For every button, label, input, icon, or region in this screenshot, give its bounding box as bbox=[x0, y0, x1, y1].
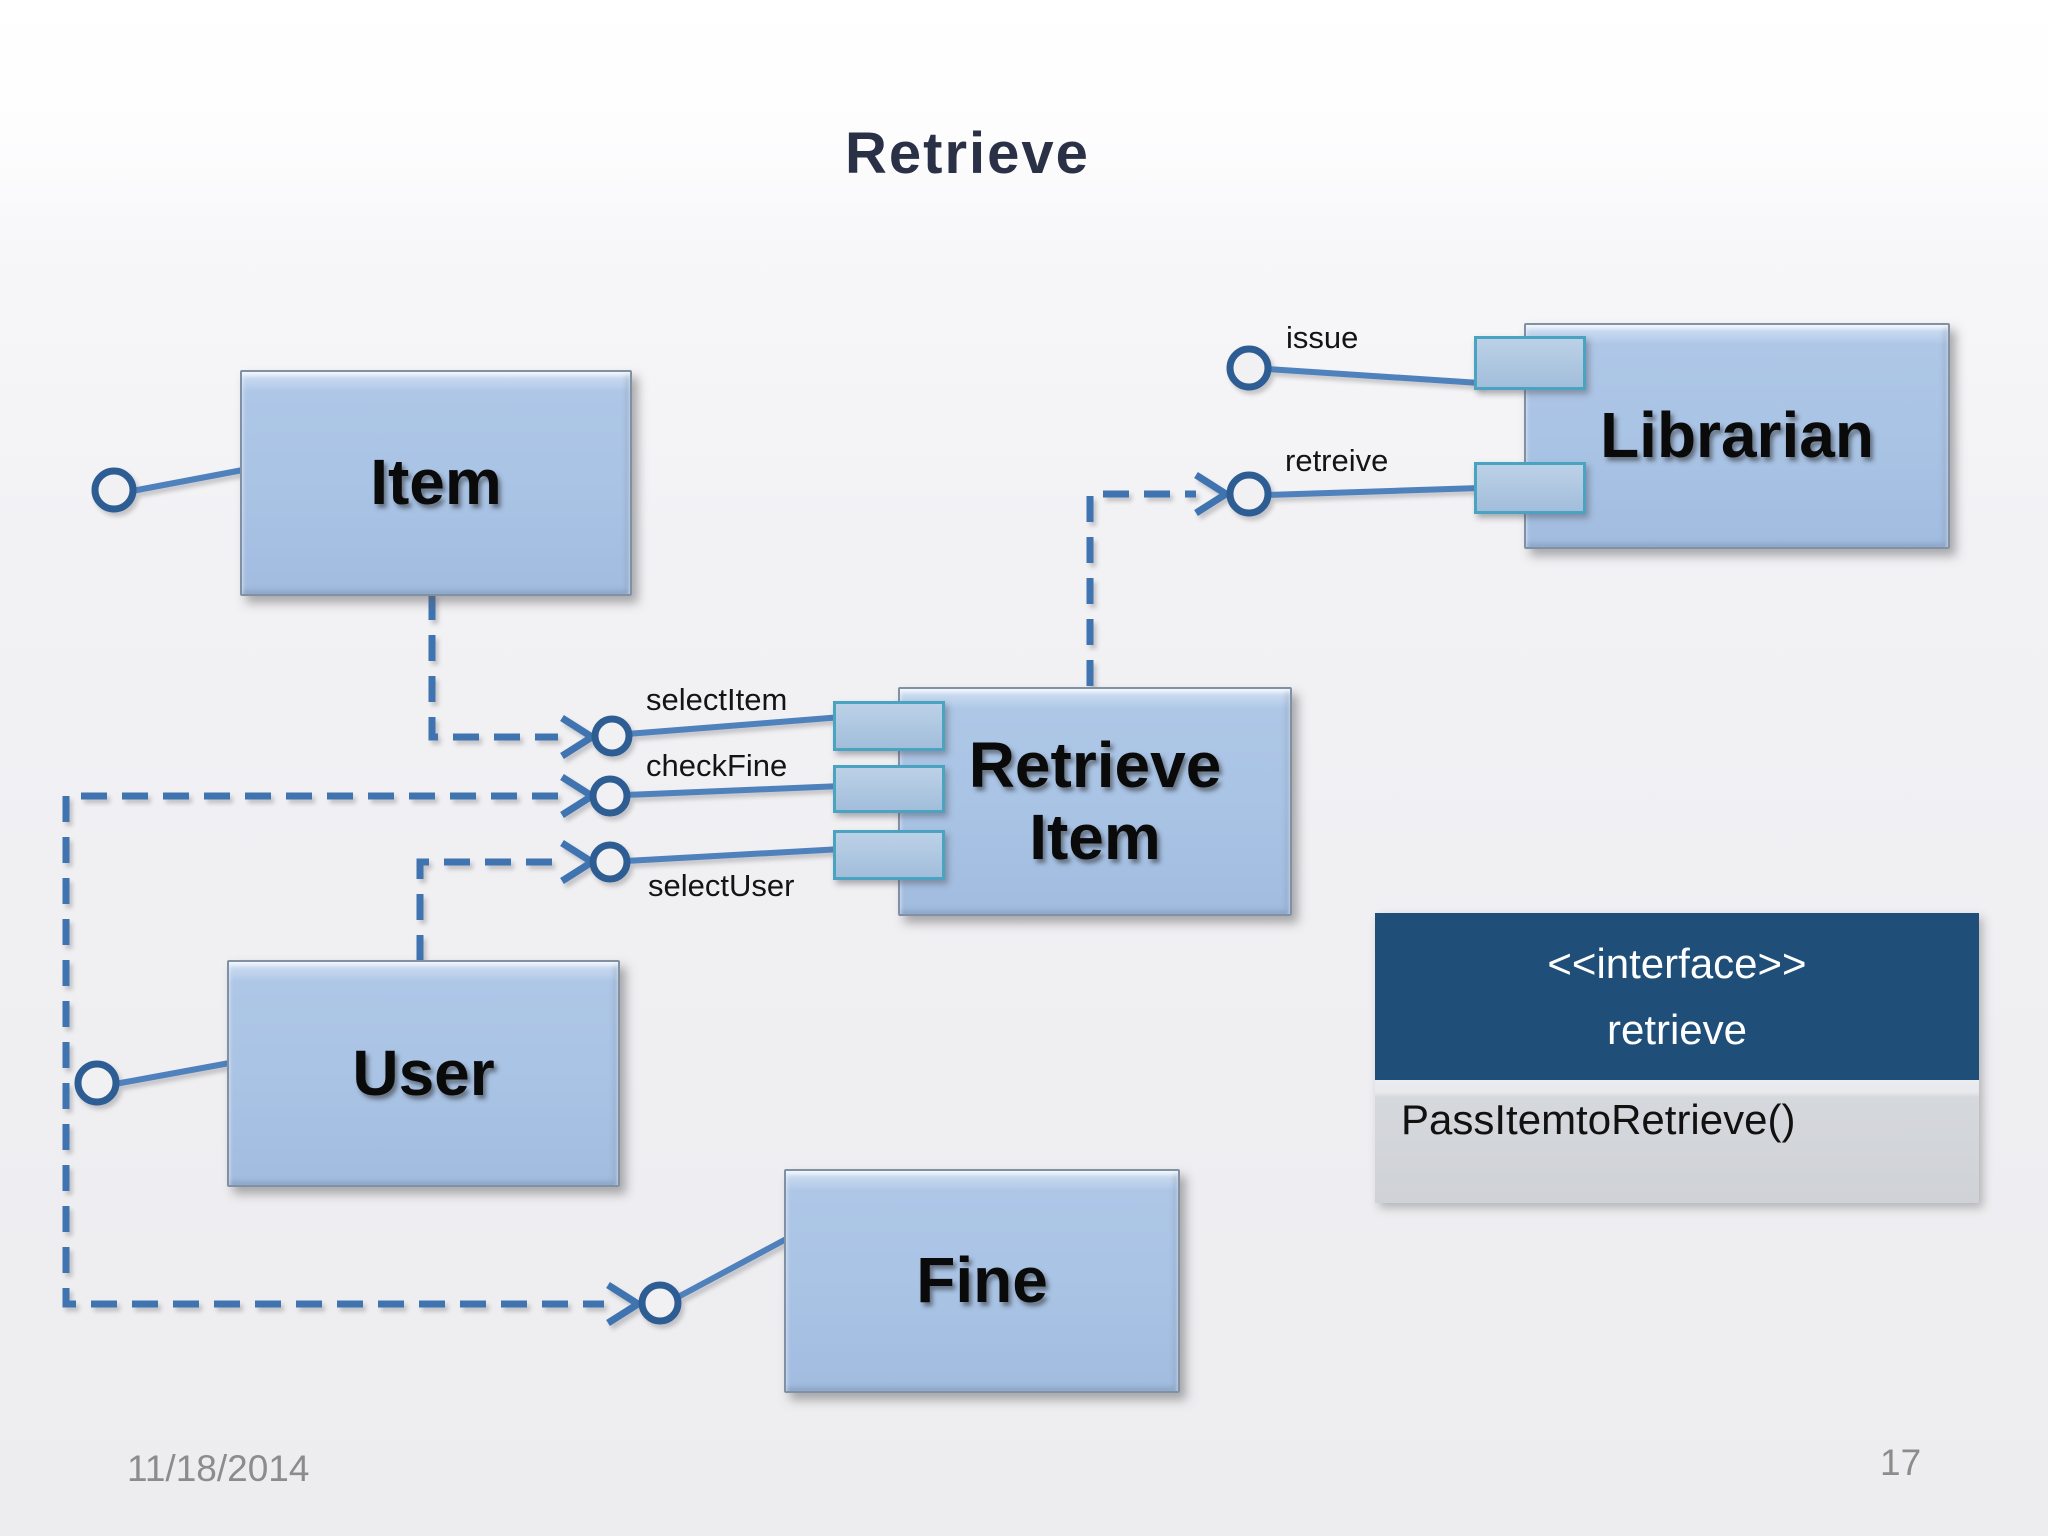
component-fine: Fine bbox=[784, 1169, 1180, 1393]
checkfine-to-fine-dashed bbox=[62, 792, 604, 1308]
retreive-label: retreive bbox=[1285, 443, 1389, 478]
selectuser-port bbox=[833, 830, 945, 880]
item-lollipop-stem bbox=[129, 466, 251, 494]
retreive-lollipop-circle bbox=[1226, 471, 1272, 517]
retreive-lollipop-stem bbox=[1264, 485, 1483, 498]
user-to-selectuser-dashed bbox=[416, 858, 558, 961]
component-item: Item bbox=[240, 370, 632, 596]
component-librarian: Librarian bbox=[1524, 323, 1950, 549]
user-lollipop-stem bbox=[112, 1059, 238, 1087]
selectuser-arrowhead bbox=[560, 840, 599, 884]
component-user: User bbox=[227, 960, 620, 1187]
component-librarian-label: Librarian bbox=[1600, 399, 1874, 472]
retrieveitem-to-retreive-dashed bbox=[1086, 490, 1196, 686]
fine-arrowhead bbox=[606, 1282, 645, 1326]
issue-lollipop-circle bbox=[1226, 345, 1272, 391]
uml-interface-box: <<interface>> retrieve PassItemtoRetriev… bbox=[1375, 913, 1979, 1203]
uml-interface-stereotype: <<interface>> bbox=[1547, 940, 1807, 988]
checkfine-socket-stem bbox=[622, 783, 845, 798]
selectuser-label: selectUser bbox=[648, 868, 795, 903]
component-item-label: Item bbox=[370, 446, 502, 519]
selectitem-arrowhead bbox=[560, 715, 599, 759]
selectitem-socket-stem bbox=[624, 714, 845, 737]
fine-lollipop-circle bbox=[638, 1281, 682, 1325]
uml-interface-name: retrieve bbox=[1606, 1005, 1748, 1053]
retreive-port bbox=[1474, 462, 1586, 514]
component-fine-label: Fine bbox=[916, 1244, 1048, 1317]
issue-label: issue bbox=[1286, 320, 1359, 355]
user-lollipop-circle bbox=[74, 1060, 120, 1106]
footer-page-number: 17 bbox=[1880, 1442, 1922, 1483]
selectitem-port bbox=[833, 701, 945, 751]
selectitem-socket-circle bbox=[591, 715, 633, 757]
selectuser-socket-circle bbox=[589, 841, 631, 883]
checkfine-label: checkFine bbox=[646, 748, 788, 783]
issue-port bbox=[1474, 336, 1586, 390]
issue-lollipop-stem bbox=[1264, 366, 1483, 386]
component-retrieve-item-label: Retrieve Item bbox=[968, 728, 1222, 873]
page-title: Retrieve bbox=[845, 121, 1090, 186]
component-retrieve-item: Retrieve Item bbox=[898, 687, 1292, 916]
item-to-selectitem-dashed bbox=[428, 594, 558, 741]
retreive-arrowhead bbox=[1194, 472, 1233, 516]
fine-lollipop-stem bbox=[675, 1234, 793, 1300]
selectuser-socket-stem bbox=[622, 846, 845, 864]
checkfine-arrowhead bbox=[560, 774, 599, 818]
checkfine-port bbox=[833, 765, 945, 813]
footer-date: 11/18/2014 bbox=[127, 1448, 310, 1489]
uml-interface-operations: PassItemtoRetrieve() bbox=[1375, 1080, 1979, 1203]
uml-interface-header: <<interface>> retrieve bbox=[1375, 913, 1979, 1080]
uml-interface-operation: PassItemtoRetrieve() bbox=[1401, 1096, 1796, 1143]
selectitem-label: selectItem bbox=[646, 682, 788, 717]
component-user-label: User bbox=[352, 1036, 495, 1109]
item-lollipop-circle bbox=[91, 467, 137, 513]
checkfine-socket-circle bbox=[589, 775, 631, 817]
